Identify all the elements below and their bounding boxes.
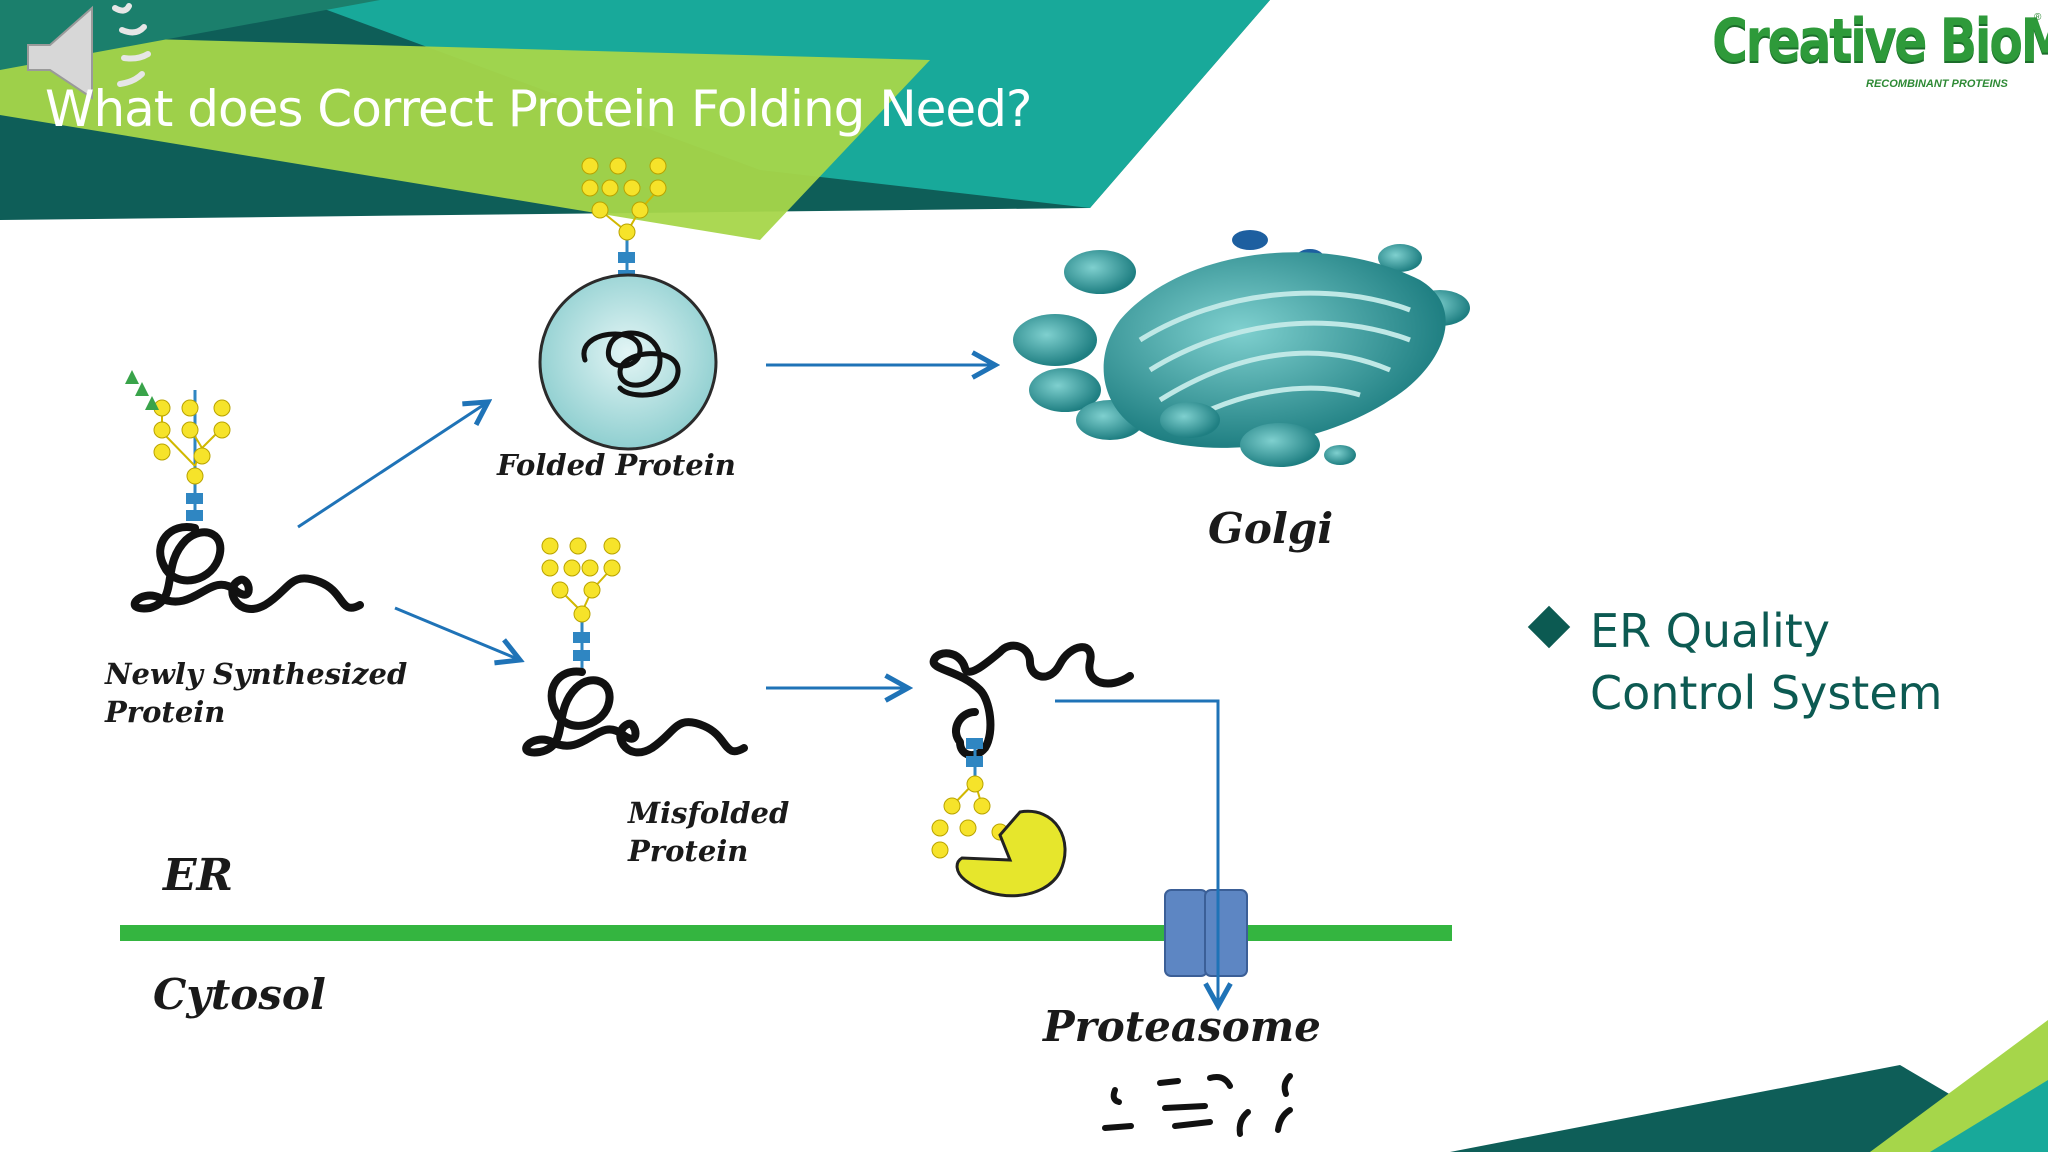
speaker-icon[interactable] bbox=[20, 0, 180, 110]
logo: Creative BioMart bbox=[1712, 6, 2048, 76]
arrow-to-folded bbox=[297, 402, 488, 529]
bullet-line-2: Control System bbox=[1590, 666, 1943, 720]
peptide-fragments-icon bbox=[1102, 1073, 1293, 1137]
er-membrane bbox=[120, 925, 1452, 941]
lectin-chaperone-icon bbox=[955, 809, 1067, 898]
glycan-misfolded-icon bbox=[541, 537, 621, 672]
folded-protein-icon bbox=[538, 157, 718, 451]
label-newly-synthesized: Newly Synthesized Protein bbox=[105, 657, 408, 729]
arrow-to-proteasome bbox=[1055, 699, 1218, 1006]
bullet-text: ER Quality Control System bbox=[1590, 600, 1942, 724]
label-folded-protein: Folded Protein bbox=[497, 448, 736, 482]
qc-protein-icon bbox=[929, 641, 1134, 898]
label-proteasome: Proteasome bbox=[1043, 1002, 1321, 1051]
bullet-line-1: ER Quality bbox=[1590, 604, 1831, 658]
label-misfolded-protein: Misfolded Protein bbox=[628, 796, 790, 868]
label-cytosol: Cytosol bbox=[153, 970, 326, 1019]
arrow-to-misfolded bbox=[394, 606, 520, 660]
newly-protein-chain bbox=[130, 523, 364, 613]
glycan-newly-icon bbox=[125, 370, 231, 521]
translocon-channel-icon bbox=[1164, 889, 1248, 977]
golgi-icon bbox=[1013, 230, 1470, 467]
logo-tagline: RECOMBINANT PROTEINS bbox=[1866, 78, 2008, 90]
misfolded-protein-chain bbox=[522, 667, 748, 757]
logo-registered-mark: ® bbox=[2034, 12, 2042, 23]
label-golgi: Golgi bbox=[1208, 504, 1334, 553]
label-er: ER bbox=[163, 850, 234, 901]
slide-title: What does Correct Protein Folding Need? bbox=[45, 80, 1032, 138]
